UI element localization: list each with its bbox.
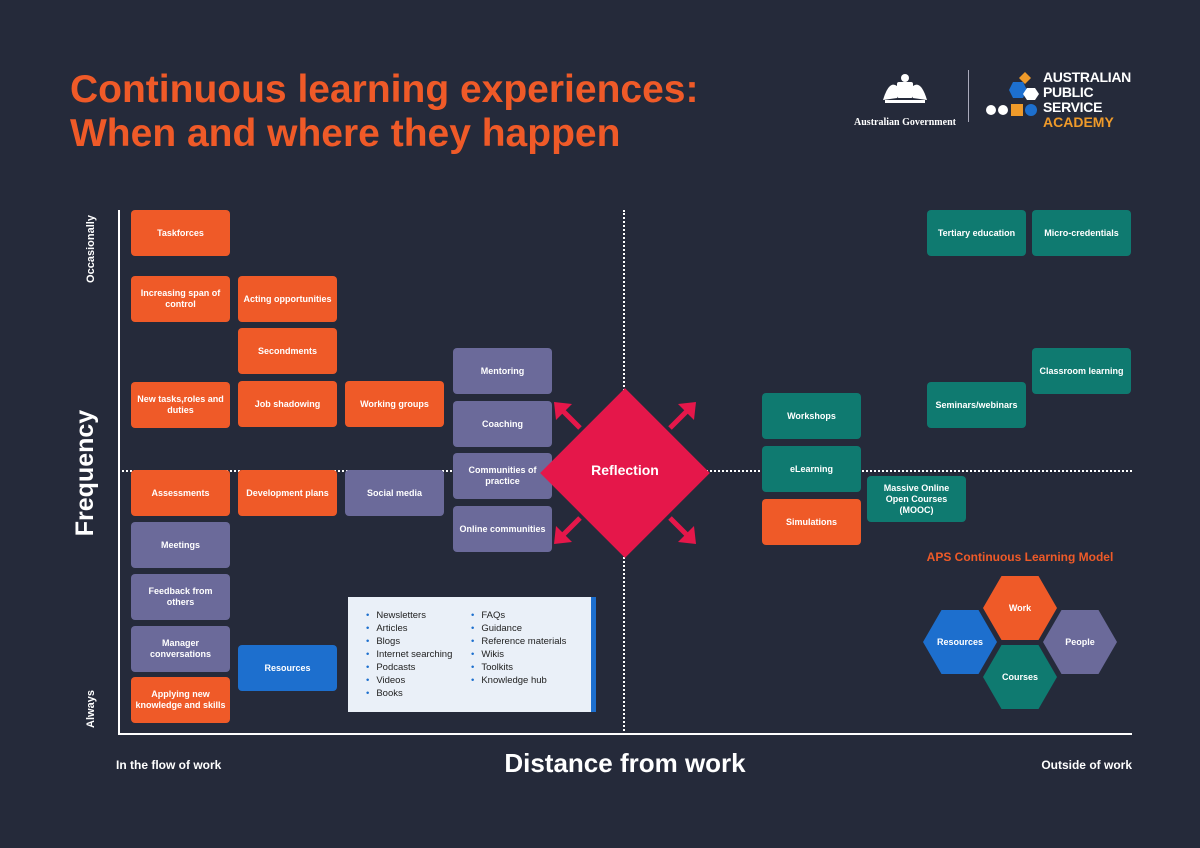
box-applying-knowledge: Applying new knowledge and skills	[131, 677, 230, 723]
box-mooc: Massive Online Open Courses (MOOC)	[867, 476, 966, 522]
resources-list-panel: Newsletters Articles Blogs Internet sear…	[348, 597, 596, 712]
list-item: Toolkits	[471, 661, 566, 674]
coat-of-arms-icon	[850, 70, 960, 117]
box-new-tasks: New tasks,roles and duties	[131, 382, 230, 428]
box-elearning: eLearning	[762, 446, 861, 492]
list-item: Videos	[366, 674, 452, 687]
box-seminars-webinars: Seminars/webinars	[927, 382, 1026, 428]
box-coaching: Coaching	[453, 401, 552, 447]
box-social-media: Social media	[345, 470, 444, 516]
box-workshops: Workshops	[762, 393, 861, 439]
list-item: Blogs	[366, 635, 452, 648]
apsa-line-2: PUBLIC SERVICE	[1043, 84, 1103, 115]
model-title: APS Continuous Learning Model	[926, 550, 1114, 564]
x-axis-right-label: Outside of work	[1041, 758, 1132, 772]
list-item: FAQs	[471, 609, 566, 622]
x-axis-line	[118, 733, 1132, 735]
list-item: Wikis	[471, 648, 566, 661]
apsa-logo: AUSTRALIAN PUBLIC SERVICE ACADEMY	[985, 69, 1145, 130]
box-communities-of-practice: Communities of practice	[453, 453, 552, 499]
list-item: Books	[366, 687, 452, 700]
australian-government-logo: Australian Government	[850, 70, 960, 128]
box-development-plans: Development plans	[238, 470, 337, 516]
logo-divider	[968, 70, 969, 122]
list-item: Guidance	[471, 622, 566, 635]
y-axis-title: Frequency	[71, 409, 99, 537]
list-item: Internet searching	[366, 648, 452, 661]
list-item: Podcasts	[366, 661, 452, 674]
box-simulations: Simulations	[762, 499, 861, 545]
box-secondments: Secondments	[238, 328, 337, 374]
box-meetings: Meetings	[131, 522, 230, 568]
box-assessments: Assessments	[131, 470, 230, 516]
list-item: Knowledge hub	[471, 674, 566, 687]
x-axis-title: Distance from work	[504, 748, 746, 778]
resources-list-col2: FAQs Guidance Reference materials Wikis …	[471, 609, 566, 687]
reflection-label: Reflection	[591, 462, 659, 478]
box-resources: Resources	[238, 645, 337, 691]
list-item: Reference materials	[471, 635, 566, 648]
box-manager-conversations: Manager conversations	[131, 626, 230, 672]
reflection-arrows-icon	[554, 402, 696, 544]
y-axis-line	[118, 210, 120, 734]
gov-logo-text: Australian Government	[854, 117, 956, 128]
list-item: Newsletters	[366, 609, 452, 622]
box-feedback: Feedback from others	[131, 574, 230, 620]
box-mentoring: Mentoring	[453, 348, 552, 394]
box-micro-credentials: Micro-credentials	[1032, 210, 1131, 256]
resources-list-col1: Newsletters Articles Blogs Internet sear…	[366, 609, 452, 700]
model-hex-courses: Courses	[983, 645, 1057, 709]
apsa-hexagon-icon	[986, 72, 1039, 116]
box-span-of-control: Increasing span of control	[131, 276, 230, 322]
title-line-2: When and where they happen	[70, 112, 621, 155]
box-working-groups: Working groups	[345, 381, 444, 427]
apsa-line-3: ACADEMY	[1043, 114, 1114, 130]
box-classroom-learning: Classroom learning	[1032, 348, 1131, 394]
y-axis-bottom-label: Always	[85, 690, 97, 728]
model-hex-resources: Resources	[923, 610, 997, 674]
y-axis-top-label: Occasionally	[85, 215, 97, 283]
model-hex-people: People	[1043, 610, 1117, 674]
apsa-line-1: AUSTRALIAN	[1043, 69, 1131, 85]
model-hex-work: Work	[983, 576, 1057, 640]
box-job-shadowing: Job shadowing	[238, 381, 337, 427]
box-taskforces: Taskforces	[131, 210, 230, 256]
page-title: Continuous learning experiences: When an…	[70, 68, 698, 156]
x-axis-left-label: In the flow of work	[116, 758, 222, 772]
box-tertiary-education: Tertiary education	[927, 210, 1026, 256]
list-item: Articles	[366, 622, 452, 635]
box-online-communities: Online communities	[453, 506, 552, 552]
title-line-1: Continuous learning experiences:	[70, 68, 699, 111]
box-acting-opportunities: Acting opportunities	[238, 276, 337, 322]
